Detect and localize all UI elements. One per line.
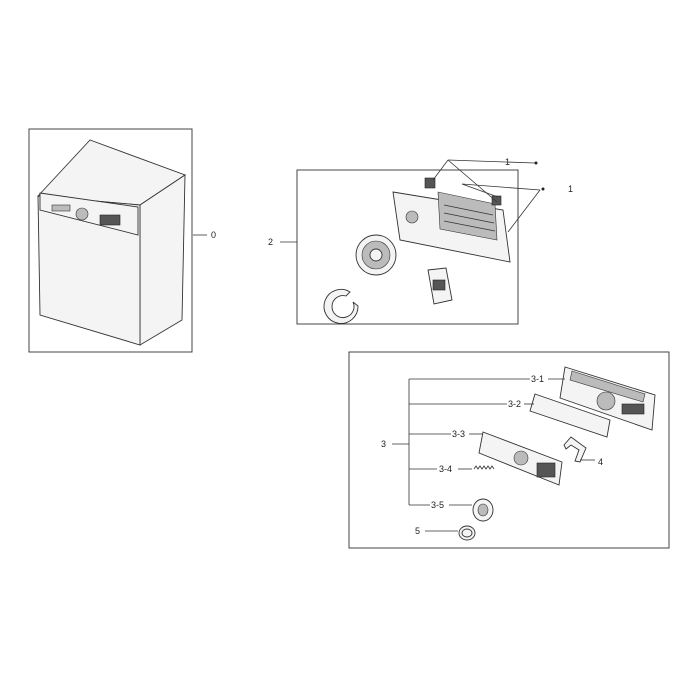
- callout-1b: 1: [568, 184, 573, 194]
- knob-cap-inner: [461, 528, 473, 538]
- panel-body-window: [621, 403, 645, 415]
- callout-3: 3: [381, 439, 386, 449]
- leader-dot-1a: [534, 161, 538, 165]
- part-3-4-spring: [473, 465, 495, 470]
- leader-line-1a: [447, 159, 498, 203]
- pcb-heatsink: [437, 191, 498, 241]
- assembly-box-control-pcb: 1 1 2: [268, 157, 573, 325]
- decor-panel-knob-hole: [513, 450, 529, 466]
- washer-display: [99, 214, 121, 226]
- gear-hub: [369, 248, 383, 262]
- part-4-bracket: [563, 436, 587, 463]
- decor-panel-display: [536, 462, 556, 478]
- pcb-heatsink-rib: [443, 212, 495, 224]
- callout-3-4: 3-4: [439, 464, 452, 474]
- pcb-clip: [424, 177, 436, 189]
- washer-detergent-drawer: [51, 204, 71, 212]
- pcb-heatsink-rib: [443, 204, 494, 216]
- harness-connector: [427, 267, 453, 305]
- part-3-3-decor-panel: [478, 431, 563, 486]
- washer-dial: [75, 207, 89, 221]
- harness-terminal: [432, 279, 446, 291]
- pcb-encoder: [405, 210, 419, 224]
- washer-frame: [28, 128, 193, 353]
- assembly-box-washer: 0: [28, 128, 216, 353]
- part-3-2-display-window: [529, 393, 611, 438]
- panel-body-knob-ring: [596, 391, 616, 411]
- callout-3-3: 3-3: [452, 429, 465, 439]
- callout-5: 5: [415, 526, 420, 536]
- leader-line-1b: [507, 189, 541, 233]
- pcb-frame: [296, 169, 519, 325]
- leader-line-1a: [432, 159, 449, 181]
- snap-ring: [323, 288, 359, 324]
- pcb-heatsink-rib: [443, 220, 496, 232]
- callout-3-5: 3-5: [431, 500, 444, 510]
- part-3-1-panel-body: [559, 366, 656, 431]
- callout-3-2: 3-2: [508, 399, 521, 409]
- part-3-5-knob: [472, 498, 494, 522]
- leader-line-1b: [461, 183, 541, 191]
- knob-center: [477, 503, 489, 517]
- washer-side-panel: [139, 174, 186, 346]
- callout-4: 4: [598, 457, 603, 467]
- pcb-clip: [491, 195, 502, 206]
- part-5-knob-cap: [458, 525, 476, 541]
- callout-2: 2: [268, 237, 273, 247]
- callout-3-1: 3-1: [531, 374, 544, 384]
- leader-line-1b: [461, 183, 499, 198]
- callout-1a: 1: [505, 157, 510, 167]
- leader-line-1a: [447, 159, 536, 164]
- panel-body-ledge: [569, 370, 646, 403]
- rotary-encoder-gear: [355, 234, 397, 276]
- washer-cabinet: [37, 139, 186, 346]
- pcb-housing: [392, 177, 511, 263]
- leader-dot-1b: [541, 187, 545, 191]
- assembly-box-control-panel: 3 3-1 3-2 3-3 3-4 3-5 4 5: [348, 351, 670, 549]
- panel-frame: [348, 351, 670, 549]
- callout-0: 0: [211, 230, 216, 240]
